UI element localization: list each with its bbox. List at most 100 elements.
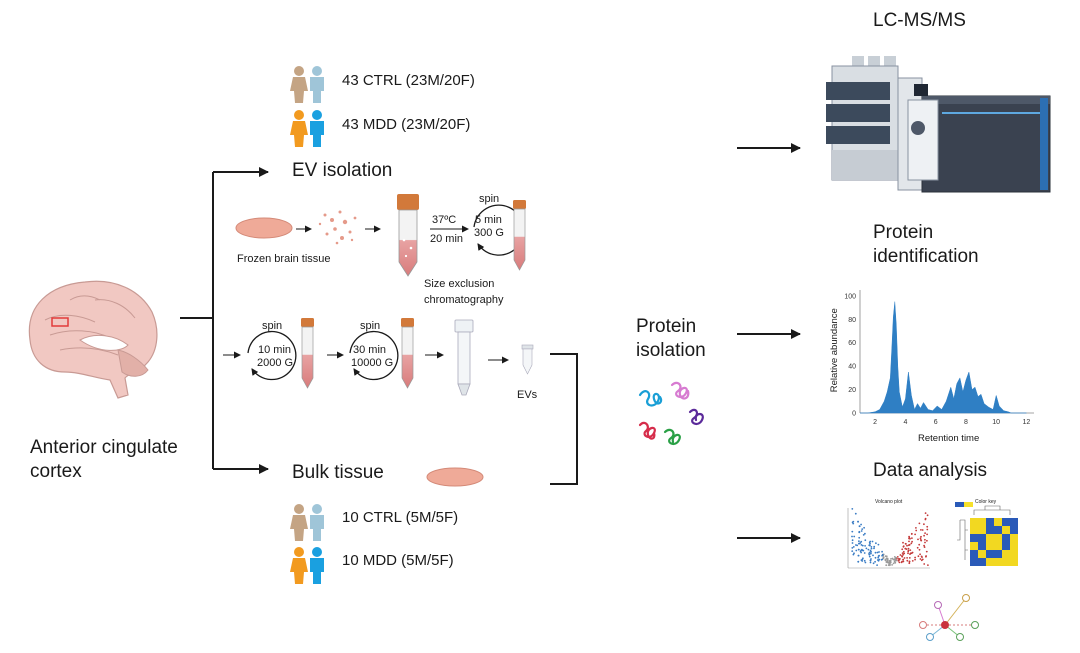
volcano-point <box>923 534 925 537</box>
bulk-mdd-cohort-label: 10 MDD (5M/5F) <box>342 552 454 569</box>
volcano-point <box>864 532 866 535</box>
ev-isolation-title: EV isolation <box>292 160 393 181</box>
volcano-point <box>870 558 872 560</box>
chart-x-axis-label: Retention time <box>918 433 980 444</box>
volcano-point <box>875 542 877 545</box>
spin1-label: spin <box>479 193 500 205</box>
volcano-point <box>874 556 877 559</box>
lcms-title: LC-MS/MS <box>873 10 966 31</box>
volcano-point <box>886 558 889 561</box>
volcano-point <box>902 558 905 561</box>
volcano-point <box>901 548 904 551</box>
ev-ctrl-cohort-label: 43 CTRL (23M/20F) <box>342 72 475 89</box>
y-tick-label: 0 <box>852 411 856 418</box>
heatmap-cell <box>994 518 1002 526</box>
heatmap-cell <box>970 526 978 534</box>
volcano-point <box>925 550 928 553</box>
volcano-point <box>852 522 855 525</box>
heatmap-cell <box>978 558 986 566</box>
brain-illustration <box>28 280 158 399</box>
heatmap-cell <box>970 534 978 542</box>
volcano-point <box>874 560 876 563</box>
volcano-point <box>906 557 908 559</box>
volcano-point <box>915 527 917 529</box>
volcano-point <box>926 514 929 517</box>
network-thumbnail <box>919 594 979 641</box>
sec-label-line2: chromatography <box>424 294 504 306</box>
volcano-point <box>925 555 927 557</box>
x-tick-label: 2 <box>873 419 877 426</box>
volcano-point <box>858 525 861 528</box>
volcano-point <box>891 564 893 566</box>
heatmap-cell <box>1010 558 1018 566</box>
volcano-point <box>917 538 919 541</box>
volcano-point <box>878 551 880 553</box>
volcano-point <box>924 517 927 520</box>
volcano-point <box>858 542 860 545</box>
region-label-line2: cortex <box>30 461 82 482</box>
spin2-time: 10 min <box>258 344 292 356</box>
volcano-point <box>851 508 854 510</box>
spin-circle-3 <box>349 330 399 381</box>
heatmap-cell <box>970 550 978 558</box>
protein-identification-line1: Protein <box>873 222 934 243</box>
volcano-point <box>926 539 928 542</box>
volcano-point <box>923 546 926 548</box>
volcano-point <box>862 557 864 560</box>
volcano-point <box>926 528 929 531</box>
heatmap-cell <box>1010 542 1018 550</box>
volcano-point <box>860 544 863 546</box>
volcano-point <box>889 562 892 564</box>
volcano-point <box>908 562 911 565</box>
volcano-point <box>899 554 902 556</box>
volcano-point <box>914 556 916 559</box>
bulk-ctrl-people-icon <box>290 504 324 541</box>
ev-mdd-people-icon <box>290 110 324 147</box>
volcano-point <box>888 564 890 567</box>
volcano-point <box>874 551 877 554</box>
spin1-time: 5 min <box>475 214 502 226</box>
heatmap-cell <box>1002 550 1010 558</box>
volcano-point <box>918 548 921 551</box>
volcano-point <box>873 547 875 550</box>
volcano-point <box>860 530 863 532</box>
bulk-ctrl-cohort-label: 10 CTRL (5M/5F) <box>342 509 459 526</box>
ev-mdd-cohort-label: 43 MDD (23M/20F) <box>342 116 471 133</box>
volcano-point <box>860 559 863 561</box>
protein-isolation-line2: isolation <box>636 340 706 361</box>
lcms-instrument-icon <box>826 56 1051 193</box>
volcano-point <box>907 552 909 555</box>
falcon-tube-icon <box>397 194 419 277</box>
volcano-point <box>908 557 911 559</box>
volcano-point <box>860 551 862 554</box>
volcano-plot-title: Volcano plot <box>875 499 903 505</box>
volcano-point <box>876 564 878 566</box>
volcano-point <box>857 520 859 523</box>
volcano-point <box>911 540 913 543</box>
small-tube-1 <box>513 200 526 271</box>
volcano-point <box>905 543 907 545</box>
volcano-point <box>877 555 880 557</box>
volcano-point <box>898 559 901 561</box>
volcano-point <box>884 558 887 561</box>
volcano-point <box>908 560 911 563</box>
heatmap-cell <box>978 550 986 558</box>
volcano-point <box>869 561 872 564</box>
volcano-point <box>898 561 901 564</box>
heatmap-cell <box>978 534 986 542</box>
heatmap-cell <box>970 558 978 566</box>
y-tick-label: 80 <box>848 317 856 324</box>
ev-vial-icon <box>521 344 534 375</box>
heatmap-cell <box>1010 534 1018 542</box>
y-tick-label: 40 <box>848 364 856 371</box>
volcano-point <box>862 534 865 536</box>
volcano-point <box>894 561 897 564</box>
volcano-point <box>920 529 922 531</box>
volcano-point <box>860 549 862 552</box>
small-tube-3 <box>401 318 414 389</box>
volcano-point <box>877 559 880 562</box>
spin3-label: spin <box>360 320 381 332</box>
